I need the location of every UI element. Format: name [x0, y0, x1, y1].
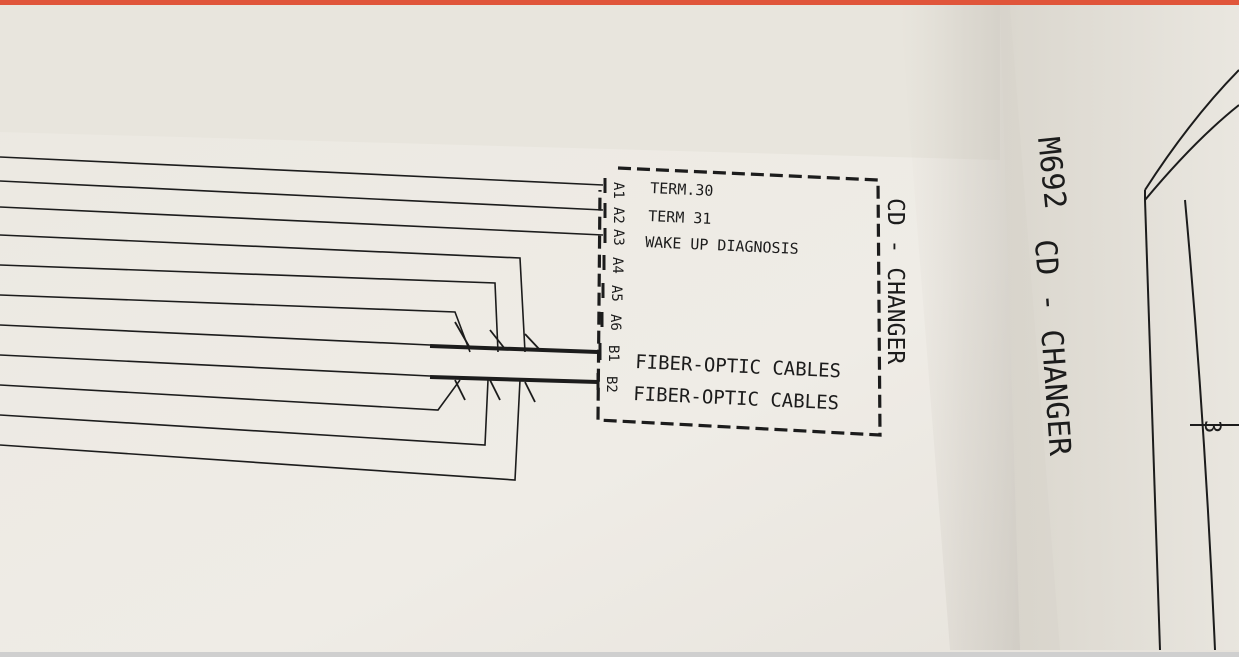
bundle-ticks: [454, 321, 541, 403]
wire-b2-3: [0, 379, 521, 481]
pin-label-a3: A3: [610, 229, 626, 246]
top-accent-bar: [0, 0, 1239, 5]
pin-markers: [596, 178, 607, 390]
component-outline: [1144, 69, 1239, 651]
wire-a3: [0, 206, 604, 236]
wire-a4: [0, 234, 526, 353]
fiber-bundles: [429, 344, 599, 384]
wire-a2: [0, 180, 604, 211]
bottom-edge: [0, 652, 1239, 657]
sheet-number: 3: [1199, 420, 1224, 433]
pin-label-b2: B2: [603, 376, 619, 393]
wire-a1: [0, 156, 604, 186]
pin-label-a2: A2: [610, 207, 626, 224]
signal-label-a2: TERM 31: [648, 207, 712, 228]
fiber-bundle-b2: [429, 375, 599, 384]
pin-label-a1: A1: [610, 182, 626, 199]
folded-page-top: [0, 5, 1000, 160]
connector-box-label: CD - CHANGER: [882, 198, 908, 364]
fiber-bundle-b1: [429, 344, 599, 354]
pin-label-b1: B1: [605, 345, 621, 362]
pin-label-a5: A5: [608, 285, 624, 302]
pin-label-a4: A4: [609, 257, 625, 274]
wire-b1-2: [0, 354, 431, 377]
wire-b2-1: [0, 379, 461, 411]
wire-b2-2: [0, 379, 489, 446]
signal-label-a1: TERM.30: [650, 179, 714, 200]
wire-a5: [0, 264, 499, 353]
wire-b1-1: [0, 324, 431, 346]
component-code: M692: [1030, 135, 1072, 211]
pin-label-a6: A6: [607, 314, 623, 331]
right-page: [1000, 5, 1239, 650]
